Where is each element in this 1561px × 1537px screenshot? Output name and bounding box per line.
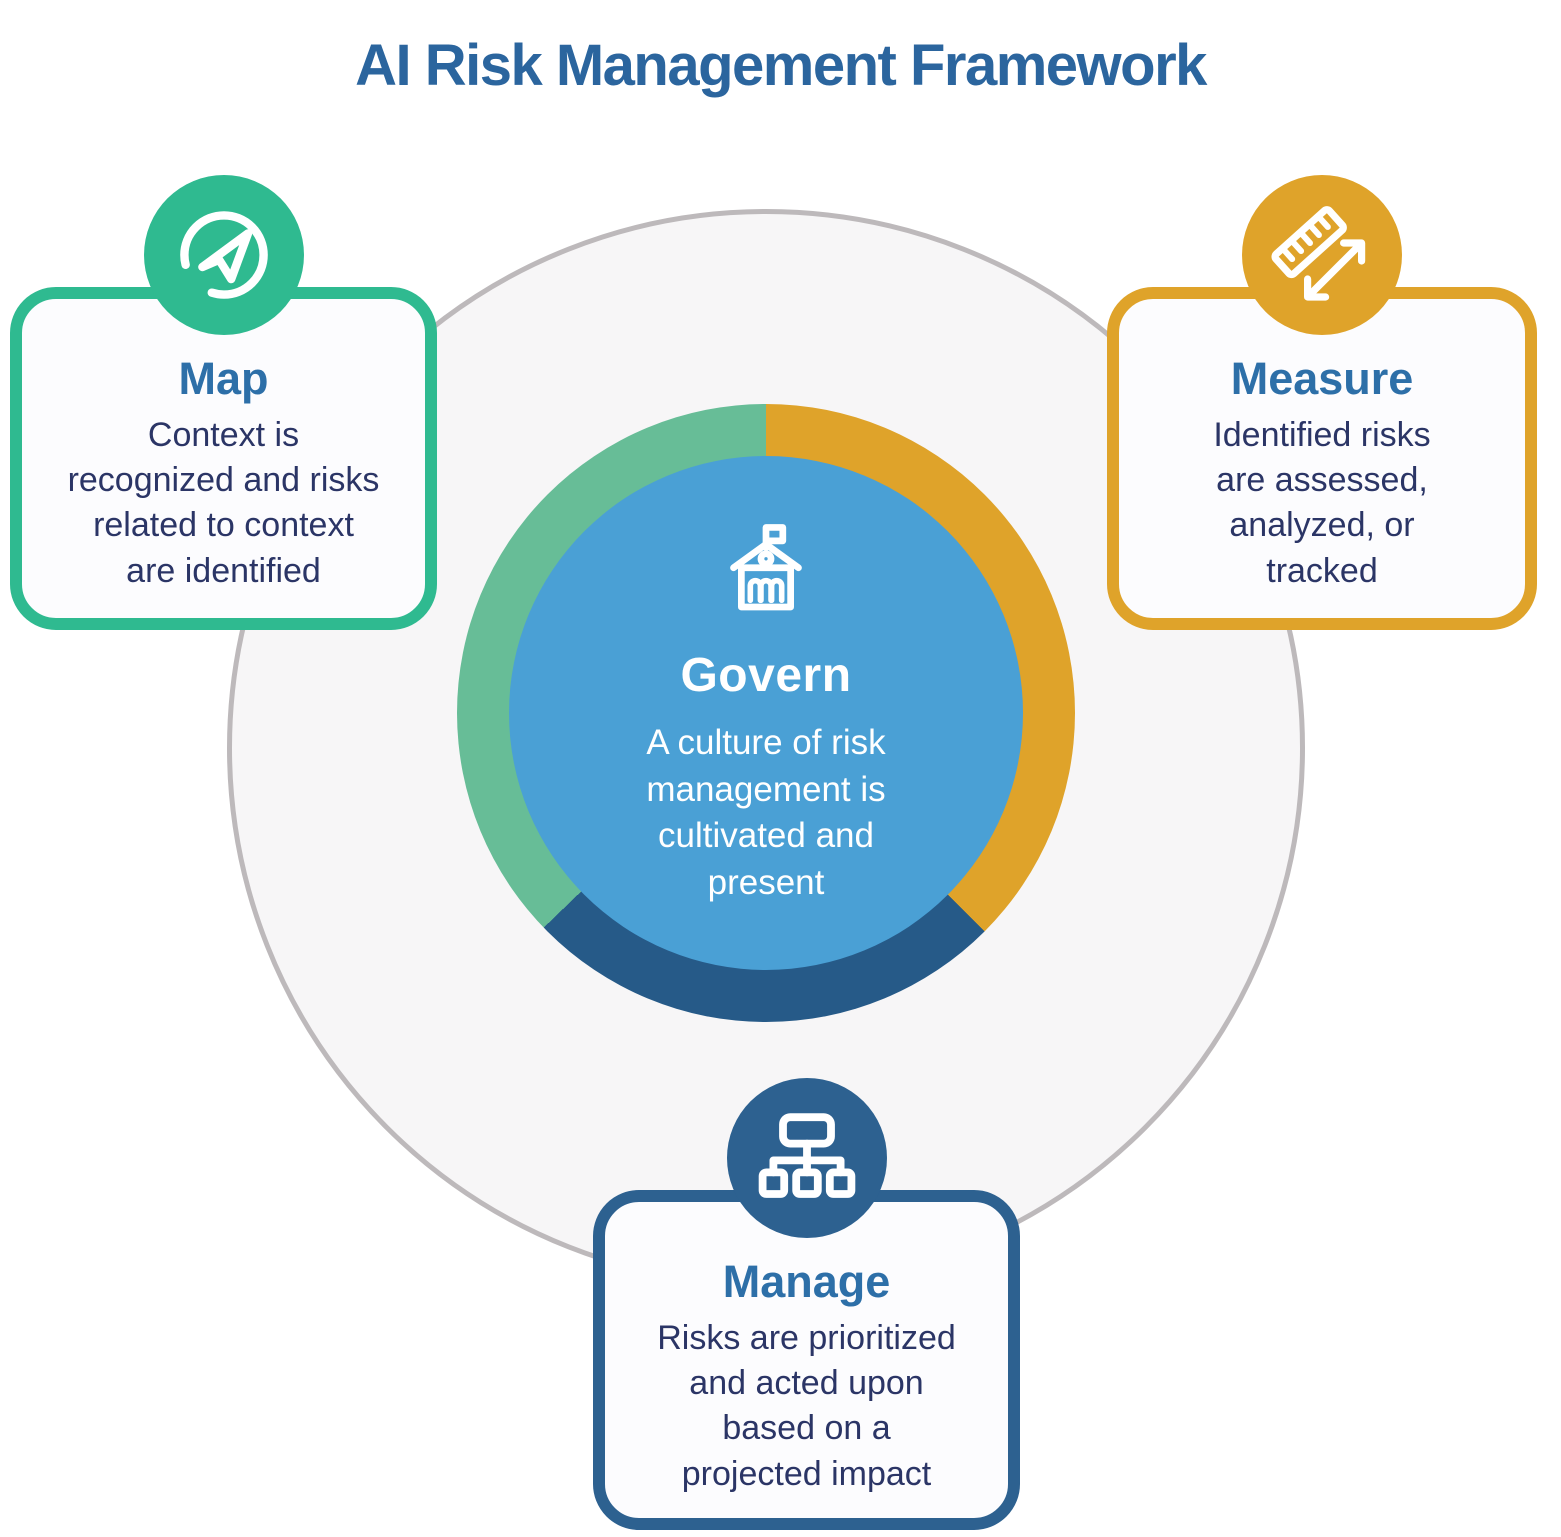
ruler-measure-icon <box>1271 206 1366 301</box>
map-badge <box>143 175 304 335</box>
govern-circle: Govern A culture of risk management is c… <box>509 456 1023 970</box>
measure-badge <box>1242 175 1402 335</box>
manage-description: Risks are prioritized and acted upon bas… <box>657 1319 956 1493</box>
manage-card: Manage Risks are prioritized and acted u… <box>593 1078 1020 1530</box>
measure-label: Measure <box>1230 353 1414 404</box>
govern-description: A culture of risk management is cultivat… <box>646 723 886 902</box>
map-card: Map Context is recognized and risks rela… <box>10 175 437 630</box>
government-building-icon <box>730 524 802 611</box>
govern-label: Govern <box>680 649 852 702</box>
measure-description: Identified risks are assessed, analyzed,… <box>1213 416 1431 590</box>
map-description: Context is recognized and risks related … <box>67 416 380 590</box>
manage-label: Manage <box>722 1256 891 1307</box>
page-title: AI Risk Management Framework <box>355 33 1207 98</box>
measure-card: Measure Identified risks are assessed, a… <box>1107 175 1537 630</box>
org-chart-icon <box>758 1113 855 1198</box>
manage-badge <box>726 1078 887 1238</box>
navigation-send-icon <box>179 211 268 299</box>
map-label: Map <box>178 353 269 404</box>
